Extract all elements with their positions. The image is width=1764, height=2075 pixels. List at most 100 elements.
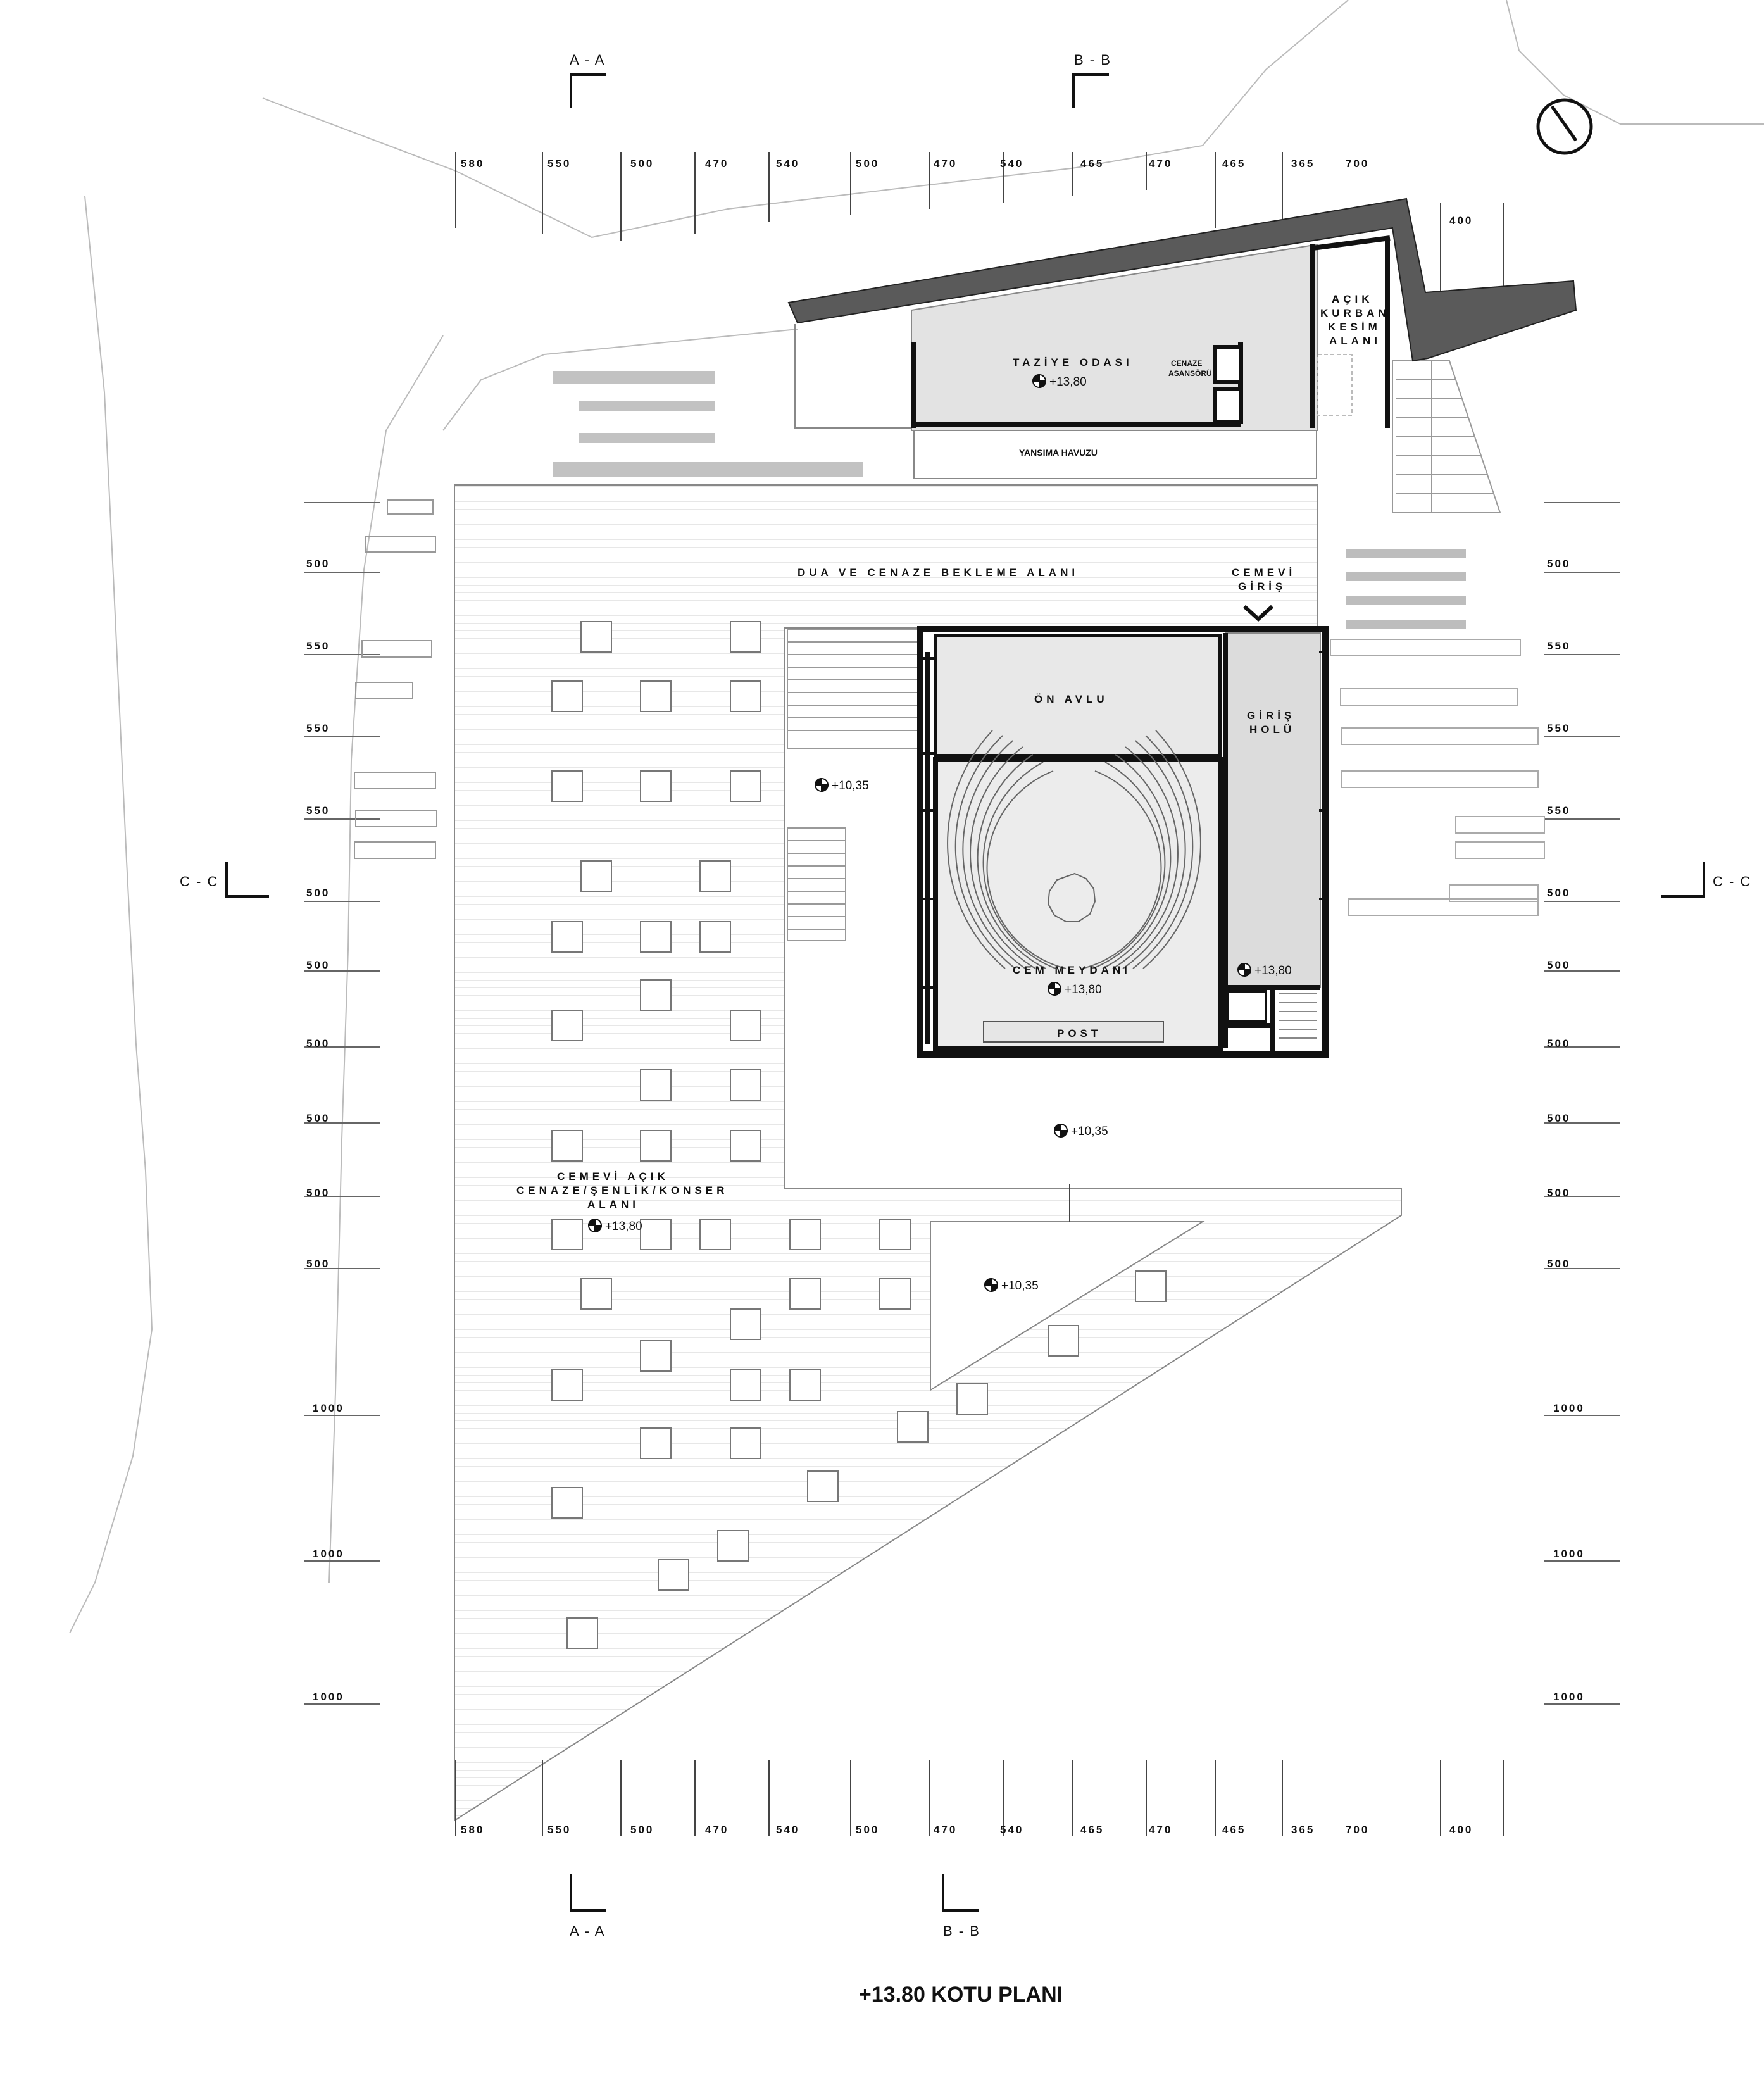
label-acik-alan-2: CENAZE/ŞENLİK/KONSER — [516, 1184, 728, 1196]
level-triangle: +10,35 — [1001, 1279, 1039, 1293]
dim-right-1: 500 — [1547, 558, 1570, 570]
dim-top-12: 365 — [1291, 158, 1315, 170]
dim-left-3: 550 — [306, 722, 330, 734]
left-dimension-labels: 500 550 550 550 500 500 500 500 500 500 … — [306, 558, 344, 1703]
dim-left-7: 500 — [306, 1038, 330, 1050]
dim-top-8: 540 — [1000, 158, 1023, 170]
level-icon-giris — [1237, 962, 1252, 977]
cenaze-elevator — [1213, 345, 1242, 423]
dim-right-9: 500 — [1547, 1187, 1570, 1199]
section-marker-c — [225, 862, 1705, 898]
label-cenaze-1: CENAZE — [1171, 359, 1202, 368]
cem-meydani-seating — [947, 730, 1201, 969]
dim-top-1: 580 — [461, 158, 484, 170]
dim-top-3: 500 — [630, 158, 654, 170]
label-alani-4: ALANI — [1329, 335, 1381, 347]
top-dimension-ticks — [455, 152, 1504, 291]
level-icon-cem — [1047, 981, 1062, 996]
dim-left-5: 500 — [306, 887, 330, 899]
label-kesim-3: KESİM — [1328, 321, 1381, 333]
label-cem-meydani: CEM MEYDANI — [1013, 964, 1131, 976]
level-giris-holu: +13,80 — [1254, 964, 1292, 977]
level-icon-acik — [587, 1218, 603, 1233]
dim-right-10: 500 — [1547, 1258, 1570, 1270]
level-icon-taziye — [1032, 373, 1047, 389]
dim-bottom-10: 470 — [1149, 1824, 1172, 1836]
label-giris-holu-2: HOLÜ — [1249, 724, 1295, 736]
sunken-triangle-yard — [930, 1221, 1205, 1391]
dim-right-6: 500 — [1547, 959, 1570, 971]
right-dimension-lines — [1544, 502, 1620, 1705]
dim-right-4: 550 — [1547, 805, 1570, 817]
label-cemevi-giris-1: CEMEVİ — [1232, 567, 1296, 579]
label-cenaze-2: ASANSÖRÜ — [1168, 368, 1212, 378]
dim-right-3: 550 — [1547, 722, 1570, 734]
dim-right-12: 1000 — [1553, 1548, 1585, 1560]
bottom-dimension-ticks — [455, 1760, 1504, 1836]
label-kurban-2: KURBAN — [1320, 307, 1390, 319]
north-arrow-icon — [1536, 98, 1593, 155]
level-icon-yard — [1053, 1123, 1068, 1138]
level-icon-west — [814, 777, 829, 793]
yansima-havuzu — [913, 430, 1317, 479]
dim-left-1: 500 — [306, 558, 330, 570]
dim-bottom-12: 365 — [1291, 1824, 1315, 1836]
main-plaza — [454, 484, 1402, 1822]
taziye-walls — [911, 235, 1391, 428]
dim-right-11: 1000 — [1553, 1402, 1585, 1414]
dim-bottom-13: 700 — [1346, 1824, 1369, 1836]
dim-left-11: 1000 — [313, 1402, 344, 1414]
cemevi-mullions — [922, 651, 1328, 1055]
dim-bottom-7: 470 — [934, 1824, 957, 1836]
dim-bottom-2: 550 — [547, 1824, 571, 1836]
dim-bottom-5: 540 — [776, 1824, 799, 1836]
dim-left-12: 1000 — [313, 1548, 344, 1560]
label-acik-alan-1: CEMEVİ AÇIK — [557, 1170, 669, 1182]
cem-meydani-area — [933, 757, 1223, 1051]
label-acik-alan-3: ALANI — [587, 1198, 639, 1210]
dim-top-5: 540 — [776, 158, 799, 170]
dim-left-2: 550 — [306, 640, 330, 652]
dim-top-2: 550 — [547, 158, 571, 170]
label-on-avlu: ÖN AVLU — [1034, 693, 1108, 705]
bottom-dimension-labels: 580 550 500 470 540 500 470 540 465 470 … — [461, 1824, 1471, 1836]
dim-top-4: 470 — [705, 158, 729, 170]
level-cem-meydani: +13,80 — [1065, 983, 1102, 996]
dim-top-11: 465 — [1222, 158, 1246, 170]
label-yansima-havuzu: YANSIMA HAVUZU — [1019, 448, 1098, 458]
section-marker-top — [570, 73, 1109, 108]
left-dimension-lines — [304, 502, 380, 1705]
label-cemevi-giris-2: GİRİŞ — [1238, 580, 1286, 592]
dim-left-4: 550 — [306, 805, 330, 817]
section-c-left: C - C — [180, 874, 218, 889]
dim-right-7: 500 — [1547, 1038, 1570, 1050]
post-platform — [983, 1021, 1164, 1043]
label-post: POST — [1057, 1027, 1101, 1039]
west-stair — [787, 629, 921, 941]
dim-top-extra: 400 — [1449, 215, 1473, 227]
north-roof-wall — [787, 197, 1577, 362]
on-avlu-area — [934, 634, 1222, 758]
section-marker-bottom — [570, 1874, 979, 1912]
taziye-outline — [794, 324, 911, 429]
right-grey-stripes — [1346, 549, 1466, 629]
giris-holu-area — [1225, 632, 1321, 988]
dim-bottom-4: 470 — [705, 1824, 729, 1836]
dim-top-7: 470 — [934, 158, 957, 170]
level-west-stair: +10,35 — [832, 779, 869, 793]
entrance-chevron-icon — [1242, 605, 1274, 622]
dim-top-9: 465 — [1080, 158, 1104, 170]
level-taziye: +13,80 — [1049, 375, 1087, 389]
level-acik-alan: +13,80 — [605, 1220, 642, 1233]
right-dimension-labels: 500 550 550 550 500 500 500 500 500 500 … — [1547, 558, 1585, 1703]
section-b-top: B - B — [1074, 52, 1111, 68]
level-marker-icons — [587, 373, 1252, 1293]
giris-holu-elevator — [1227, 990, 1267, 1023]
giris-holu-stair — [1279, 993, 1317, 1039]
site-boundary-lines — [69, 0, 1764, 1634]
dim-bottom-1: 580 — [461, 1824, 484, 1836]
dim-top-6: 500 — [856, 158, 879, 170]
label-dua-bekleme: DUA VE CENAZE BEKLEME ALANI — [798, 567, 1079, 579]
dim-bottom-11: 465 — [1222, 1824, 1246, 1836]
